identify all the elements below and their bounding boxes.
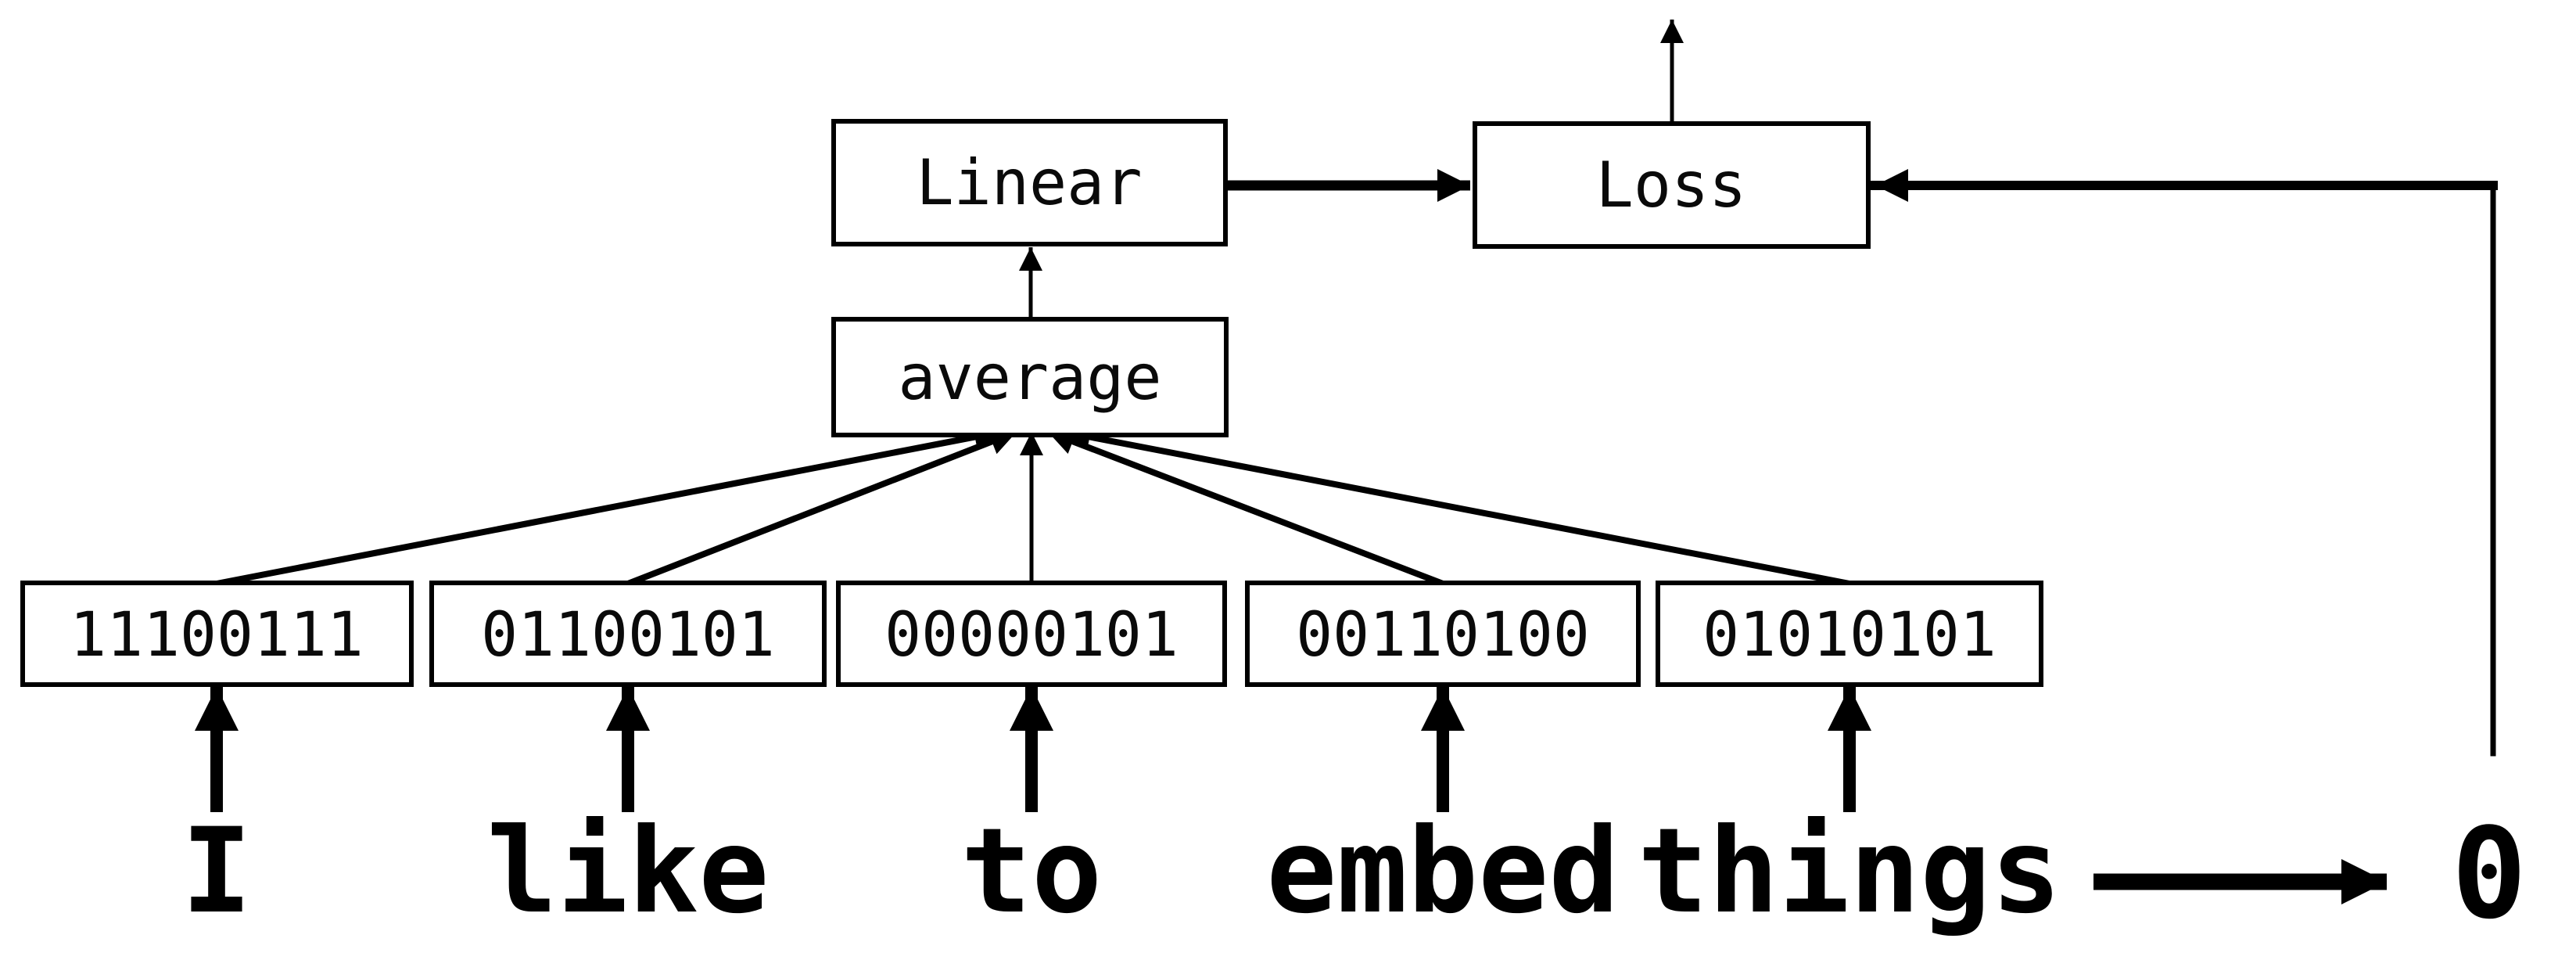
embedding-node-3: 00000101 <box>836 581 1227 687</box>
token-i: I <box>181 804 252 940</box>
embedding-box-1 <box>20 581 414 687</box>
embedding-box-5 <box>1656 581 2043 687</box>
embedding-node-5: 01010101 <box>1656 581 2043 687</box>
arrow-embedding-5-to-average <box>1063 423 1850 587</box>
arrow-embedding-1-to-average <box>216 423 1002 587</box>
linear-node: Linear <box>831 119 1228 246</box>
linear-box <box>831 119 1228 246</box>
loss-box <box>1473 121 1871 249</box>
token-like: like <box>486 804 769 940</box>
target-zero-label: 0 <box>2452 800 2527 947</box>
arrow-embedding-2-to-average <box>626 429 1018 587</box>
average-node: average <box>831 317 1229 437</box>
loss-label: Loss <box>1596 149 1747 221</box>
embedding-node-2: 01100101 <box>429 581 827 687</box>
embedding-box-3 <box>836 581 1227 687</box>
token-embed: embed <box>1266 804 1620 940</box>
token-things: things <box>1638 804 2061 940</box>
embedding-node-1: 11100111 <box>20 581 414 687</box>
average-box <box>831 317 1229 437</box>
token-to: to <box>961 804 1103 940</box>
embedding-value-4: 00110100 <box>1296 600 1590 671</box>
embedding-box-4 <box>1245 581 1641 687</box>
embedding-value-5: 01010101 <box>1702 600 1997 671</box>
linear-label: Linear <box>917 146 1143 219</box>
arrow-embedding-4-to-average <box>1046 429 1444 587</box>
embedding-node-4: 00110100 <box>1245 581 1641 687</box>
embedding-value-1: 11100111 <box>70 600 364 671</box>
embedding-value-2: 01100101 <box>481 600 775 671</box>
loss-node: Loss <box>1473 121 1871 249</box>
embedding-value-3: 00000101 <box>884 600 1179 671</box>
embedding-box-2 <box>429 581 827 687</box>
average-label: average <box>898 341 1161 414</box>
